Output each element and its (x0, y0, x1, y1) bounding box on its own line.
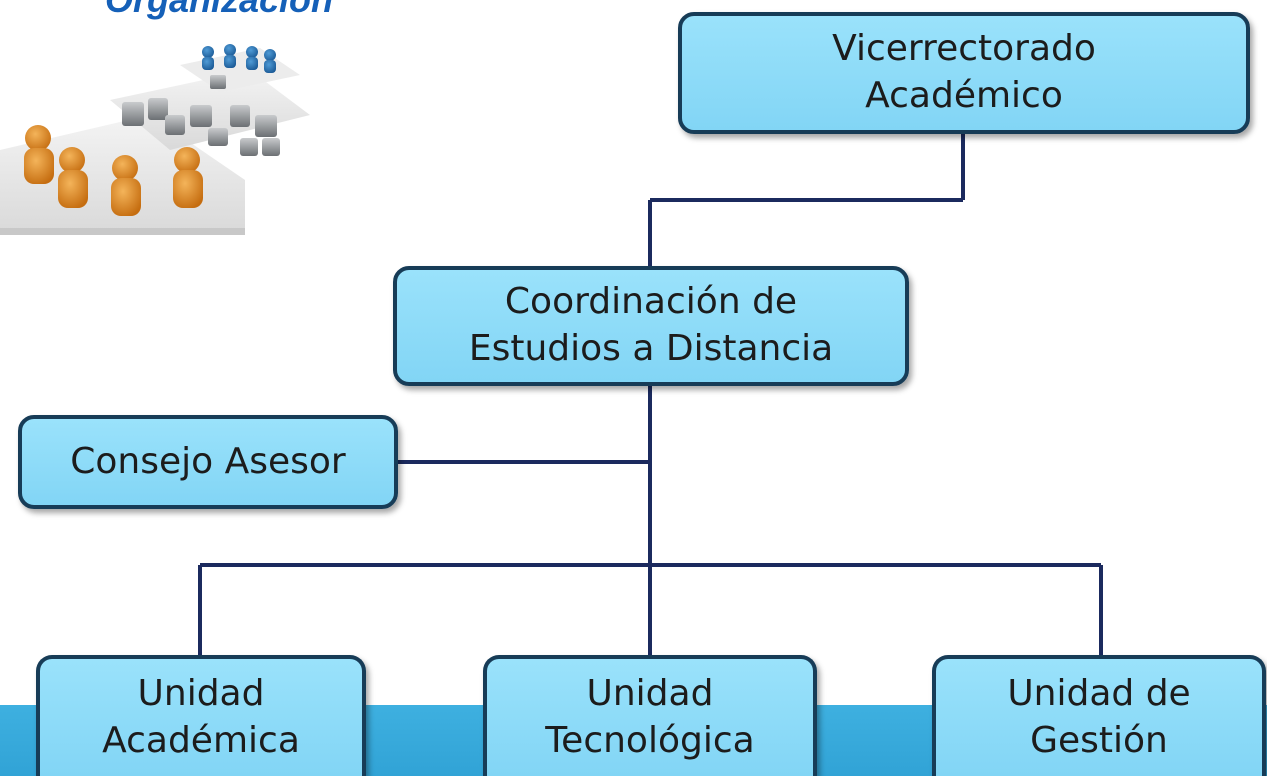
box-coordinacion: Coordinación de Estudios a Distancia (393, 266, 909, 386)
box-unidad-academica-label: Unidad Académica (102, 672, 300, 761)
box-vicerrectorado-label: Vicerrectorado Académico (832, 28, 1096, 116)
box-consejo-asesor: Consejo Asesor (18, 415, 398, 509)
box-coordinacion-label: Coordinación de Estudios a Distancia (468, 281, 834, 369)
page-title: Organización (105, 0, 333, 18)
box-unidad-tecnologica: Unidad Tecnológica (483, 655, 817, 776)
box-unidad-tecnologica-label: Unidad Tecnológica (545, 672, 755, 761)
box-unidad-gestion: Unidad de Gestión (932, 655, 1266, 776)
box-consejo-asesor-label: Consejo Asesor (70, 440, 346, 482)
box-unidad-gestion-label: Unidad de Gestión (1007, 672, 1191, 761)
box-unidad-academica: Unidad Académica (36, 655, 366, 776)
box-vicerrectorado: Vicerrectorado Académico (678, 12, 1250, 134)
teamwork-puzzle-illustration (0, 44, 310, 235)
